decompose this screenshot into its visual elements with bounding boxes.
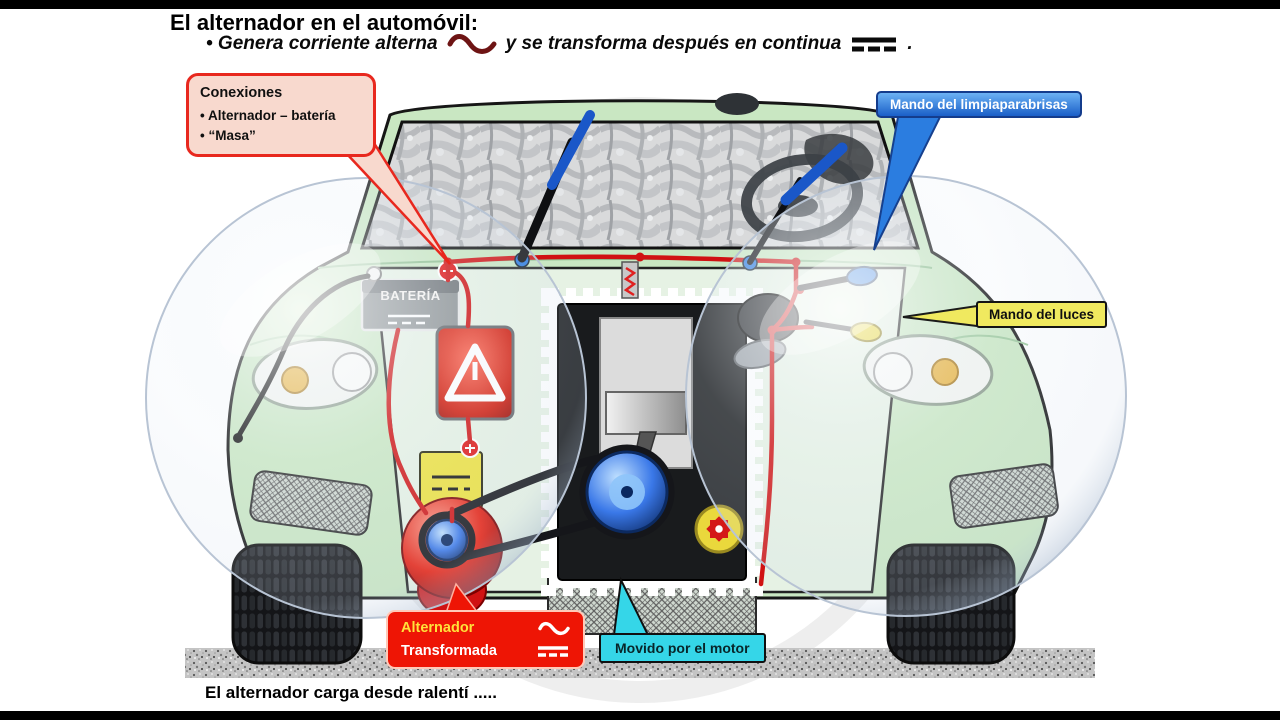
right-bubble [685,175,1127,617]
callout-lights-control: Mando del luces [976,301,1108,328]
slide-subtitle: • Genera corriente alterna y se transfor… [206,33,913,55]
callout-wiper-control: Mando del limpiaparabrisas [876,91,1082,118]
dc-symbol-icon-white [538,646,568,657]
idler-pulley [694,504,744,554]
callout-conexiones: Conexiones • Alternador – batería • “Mas… [186,73,376,158]
callout-alternator: Alternador Transformada [386,610,585,669]
conexiones-item-1: • Alternador – batería [200,107,336,123]
subtitle-period: . [907,33,913,54]
crank-pulley [585,450,669,534]
dc-symbol-icon [852,37,897,52]
alternator-label-line2: Transformada [401,643,497,659]
callout-engine-drive: Movido por el motor [599,633,766,663]
battery-label: BATERÍA [380,288,441,303]
footer-note: El alternador carga desde ralentí ..... [205,683,497,702]
letterbox-bottom [0,711,1280,720]
slide-title: El alternador en el automóvil: [170,10,479,35]
left-bubble [145,177,587,619]
ac-wave-icon [447,34,497,54]
spark-plug [621,261,639,299]
rearview-mirror [715,93,759,115]
conexiones-item-2: • “Masa” [200,128,256,143]
letterbox-top [0,0,1280,9]
conexiones-title: Conexiones [200,85,283,101]
ac-wave-icon-white [538,621,570,635]
subtitle-text-post: y se transforma después en continua [505,33,842,54]
alternator-label-line1: Alternador [401,620,475,636]
subtitle-text-pre: • Genera corriente alterna [206,33,438,54]
piston [605,391,687,435]
